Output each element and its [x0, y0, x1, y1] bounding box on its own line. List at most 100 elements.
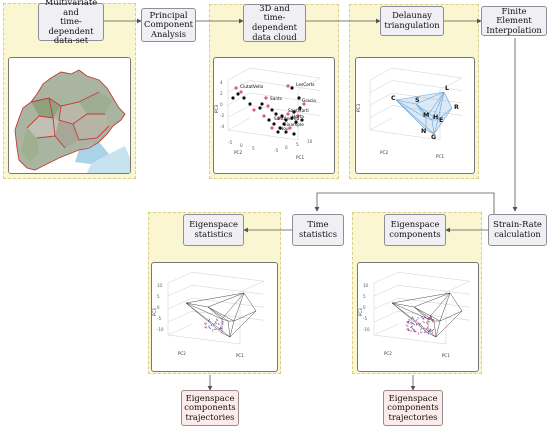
mesh-edge — [391, 302, 429, 320]
eig-components-box: Eigenspace components — [384, 214, 446, 246]
data-point — [296, 114, 300, 118]
trajectory-mark — [407, 320, 410, 324]
trajectory-mark — [217, 323, 220, 326]
mesh-edge — [395, 99, 427, 131]
mesh-edge — [427, 332, 437, 338]
tick-label-pc3: -10 — [363, 327, 370, 332]
data-point — [270, 126, 274, 130]
trajectory-mark — [427, 329, 431, 333]
axis-label-pc2: PC2 — [384, 351, 392, 356]
mesh-edge — [185, 302, 223, 320]
tick-label-pc3: 5 — [363, 294, 366, 299]
data-point — [290, 86, 294, 90]
trajectory-mark — [420, 315, 423, 319]
trajectory-mark — [430, 316, 433, 319]
dataset-box: Multivariate and time-dependent data-set — [38, 0, 104, 45]
mesh-edge — [227, 320, 231, 338]
trajectory-mark — [422, 317, 425, 320]
vertex-label: G — [431, 134, 436, 141]
axis-label-pc1: PC1 — [296, 155, 304, 160]
trajectory-mark — [208, 326, 212, 330]
axis-frame — [167, 271, 265, 345]
vertex-label: R — [454, 104, 459, 111]
trajectory-mark — [407, 322, 410, 325]
mesh-edge — [391, 302, 415, 308]
trajectory-mark — [207, 318, 211, 322]
mesh-edge — [415, 103, 439, 121]
data-point — [302, 102, 306, 106]
axis-frame — [227, 67, 321, 141]
trajectory-mark — [410, 325, 413, 329]
vertex-label: N — [421, 128, 426, 135]
mesh-edge — [437, 107, 453, 121]
mesh-edge — [415, 103, 433, 121]
trajectories-left-box: Eigenspace components trajectories — [181, 390, 239, 426]
mesh-edge — [185, 302, 209, 308]
data-point — [288, 126, 292, 130]
trajectory-mark — [218, 327, 222, 331]
trajectory-mark — [203, 326, 207, 329]
trajectory-mark — [411, 327, 415, 331]
trajectory-mark — [419, 327, 423, 331]
mesh-edge — [439, 310, 463, 322]
trajectory-mark — [214, 320, 218, 323]
trajectory-mark — [429, 330, 432, 333]
data-point — [277, 116, 281, 120]
mesh-edge — [229, 320, 235, 338]
mesh-edge — [433, 320, 437, 338]
data-point — [258, 106, 262, 110]
trajectory-mark — [427, 318, 431, 320]
tick-label-pc3: -2 — [220, 113, 225, 118]
mesh-edge — [437, 91, 445, 121]
data-point — [264, 96, 268, 100]
trajectory-mark — [407, 328, 411, 332]
data-point — [236, 92, 240, 96]
data-point — [248, 102, 252, 106]
vertex-label: M — [423, 112, 429, 119]
data-point — [284, 118, 288, 122]
tick-label-pc3: 10 — [157, 283, 163, 288]
point-label: Sants — [270, 96, 283, 102]
axis-label-pc3: PC3 — [358, 308, 363, 316]
trajectory-mark — [431, 328, 435, 332]
mesh-edge — [415, 103, 427, 119]
trajectory-mark — [408, 320, 411, 322]
axis-label-pc2: PC2 — [178, 351, 186, 356]
trajectory-mark — [430, 328, 432, 331]
tick-label-pc1: 10 — [307, 139, 313, 144]
mesh-edge — [395, 99, 435, 135]
axis-label-pc1: PC1 — [442, 353, 450, 358]
point-label: SantAndreu — [274, 116, 299, 122]
mesh-edge — [395, 99, 417, 105]
tick-label-pc3: 0 — [363, 305, 366, 310]
tick-label-pc3: 5 — [157, 294, 160, 299]
data-point — [239, 90, 243, 94]
mesh-edge — [431, 91, 445, 121]
data-point — [231, 96, 235, 100]
data-point — [298, 106, 302, 110]
data-point — [294, 120, 298, 124]
trajectory-mark — [412, 318, 415, 320]
axis-label-pc3: PC3 — [152, 308, 157, 316]
time-stats-box: Time statistics — [292, 214, 344, 246]
trajectory-mark — [430, 317, 433, 321]
data-point — [266, 104, 270, 108]
mesh-edge — [413, 292, 451, 308]
trajectory-mark — [210, 324, 213, 327]
tick-label-pc3: 2 — [220, 91, 223, 96]
mesh-edge — [439, 292, 451, 322]
vertex-label: L — [445, 85, 449, 92]
data-point — [292, 132, 296, 136]
trajectory-mark — [426, 321, 428, 324]
tick-label-pc3: -5 — [157, 316, 161, 321]
mesh-edge — [443, 91, 453, 109]
tick-label-pc2: 5 — [252, 146, 255, 151]
mesh-edge — [185, 302, 231, 338]
trajectory-mark — [417, 322, 421, 325]
axis-label-pc3: PC3 — [356, 104, 361, 112]
mesh-edge — [427, 292, 451, 320]
trajectory-mark — [406, 328, 410, 332]
trajectory-mark — [429, 328, 431, 330]
